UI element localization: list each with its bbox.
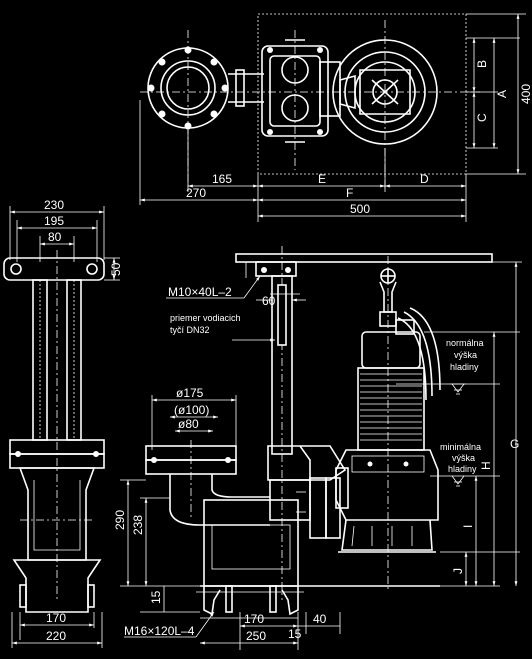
dim-D: D <box>420 172 429 186</box>
dim-250: 250 <box>246 629 266 643</box>
normal-level-label-1: normálna <box>446 338 484 348</box>
water-levels: normálna výška hladiny minimálna výška h… <box>396 338 500 487</box>
dim-I: I <box>461 525 475 528</box>
dim-60: 60 <box>262 294 276 308</box>
top-plan-view: B C A 400 165 E D 270 F 500 <box>139 13 532 222</box>
dim-400: 400 <box>519 84 532 104</box>
dim-40: 40 <box>313 612 327 626</box>
discharge-flange-plan <box>147 46 229 130</box>
dim-80: 80 <box>48 230 62 244</box>
discharge-pipe-plan <box>228 69 264 107</box>
dim-H: H <box>479 461 493 470</box>
dim-238: 238 <box>131 515 145 535</box>
dia-100: (ø100) <box>174 403 209 417</box>
bolt-bottom-label: M16×120L–4 <box>124 624 195 638</box>
dim-165: 165 <box>212 172 232 186</box>
submersible-pump <box>335 256 441 590</box>
normal-level-label-2: výška <box>454 350 477 360</box>
dim-15-right: 15 <box>288 627 302 641</box>
pump-body-plan <box>332 39 438 145</box>
dim-170-left: 170 <box>46 611 66 625</box>
dim-15-left: 15 <box>149 590 163 604</box>
dim-C: C <box>475 113 489 122</box>
dim-230: 230 <box>44 198 64 212</box>
normal-level-label-3: hladiny <box>450 362 479 372</box>
dim-220: 220 <box>46 629 66 643</box>
dim-50: 50 <box>109 262 123 276</box>
top-guide-bracket <box>235 253 493 263</box>
bolt-top-label: M10×40L–2 <box>168 285 232 299</box>
min-level-label-2: výška <box>452 453 475 463</box>
guide-tube-label-1: priemer vodiacich <box>170 313 241 323</box>
coupling-plan <box>261 39 341 143</box>
min-level-label-3: hladiny <box>448 464 477 474</box>
bottom-dimensions: 165 E D 270 F 500 <box>139 100 467 222</box>
dim-B: B <box>475 60 489 68</box>
right-dimensions: B C A 400 <box>466 13 532 175</box>
guide-tube-label-2: tyčí DN32 <box>170 325 210 335</box>
installation-side-view: 60 M10×40L–2 priemer vodiacich tyčí DN32… <box>113 246 522 650</box>
pump-envelope-outline <box>257 13 467 175</box>
dim-F: F <box>346 186 353 200</box>
dim-E: E <box>318 172 326 186</box>
dim-A: A <box>495 90 509 98</box>
dim-G: G <box>510 437 519 451</box>
dia-80: ø80 <box>178 417 199 431</box>
dim-J: J <box>451 568 465 574</box>
guide-rail-stand-view: 230 195 80 50 <box>3 198 123 648</box>
dim-500: 500 <box>350 202 370 216</box>
dim-270: 270 <box>186 186 206 200</box>
right-vertical-dimensions: G H I J <box>424 261 522 587</box>
dim-195: 195 <box>44 214 64 228</box>
dim-290: 290 <box>113 510 127 530</box>
motor-fins <box>360 373 422 441</box>
min-level-label-1: minimálna <box>440 442 481 452</box>
dim-170-right: 170 <box>244 612 264 626</box>
dia-175: ø175 <box>176 386 204 400</box>
